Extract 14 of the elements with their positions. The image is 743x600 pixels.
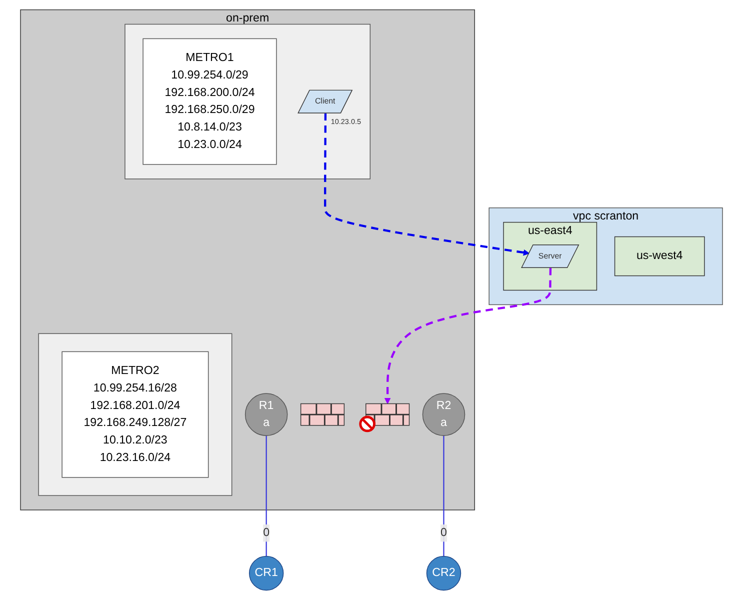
cluster	[38, 333, 232, 496]
edge-label: 0	[263, 526, 270, 539]
node-circle: CR1	[248, 556, 284, 591]
node-circle: CR2	[426, 556, 462, 591]
node-box: METRO2 10.99.254.16/28 192.168.201.0/24 192.168.249.128/27 10.10.2.0/23 10.23.16.0/24	[62, 351, 209, 478]
address-label: 10.23.0.5	[330, 116, 361, 126]
arrow	[384, 268, 552, 404]
node-box: METRO1 10.99.254.0/29 192.168.200.0/24 192.168.250.0/29 10.8.14.0/23 10.23.0.0/24	[142, 38, 277, 165]
node-circle: R1 a	[244, 393, 288, 436]
edge-label: 0	[440, 526, 447, 539]
node-box: us-west4	[614, 236, 705, 276]
cluster	[124, 24, 370, 180]
arrow	[324, 113, 530, 256]
node-circle: R2 a	[422, 393, 466, 436]
